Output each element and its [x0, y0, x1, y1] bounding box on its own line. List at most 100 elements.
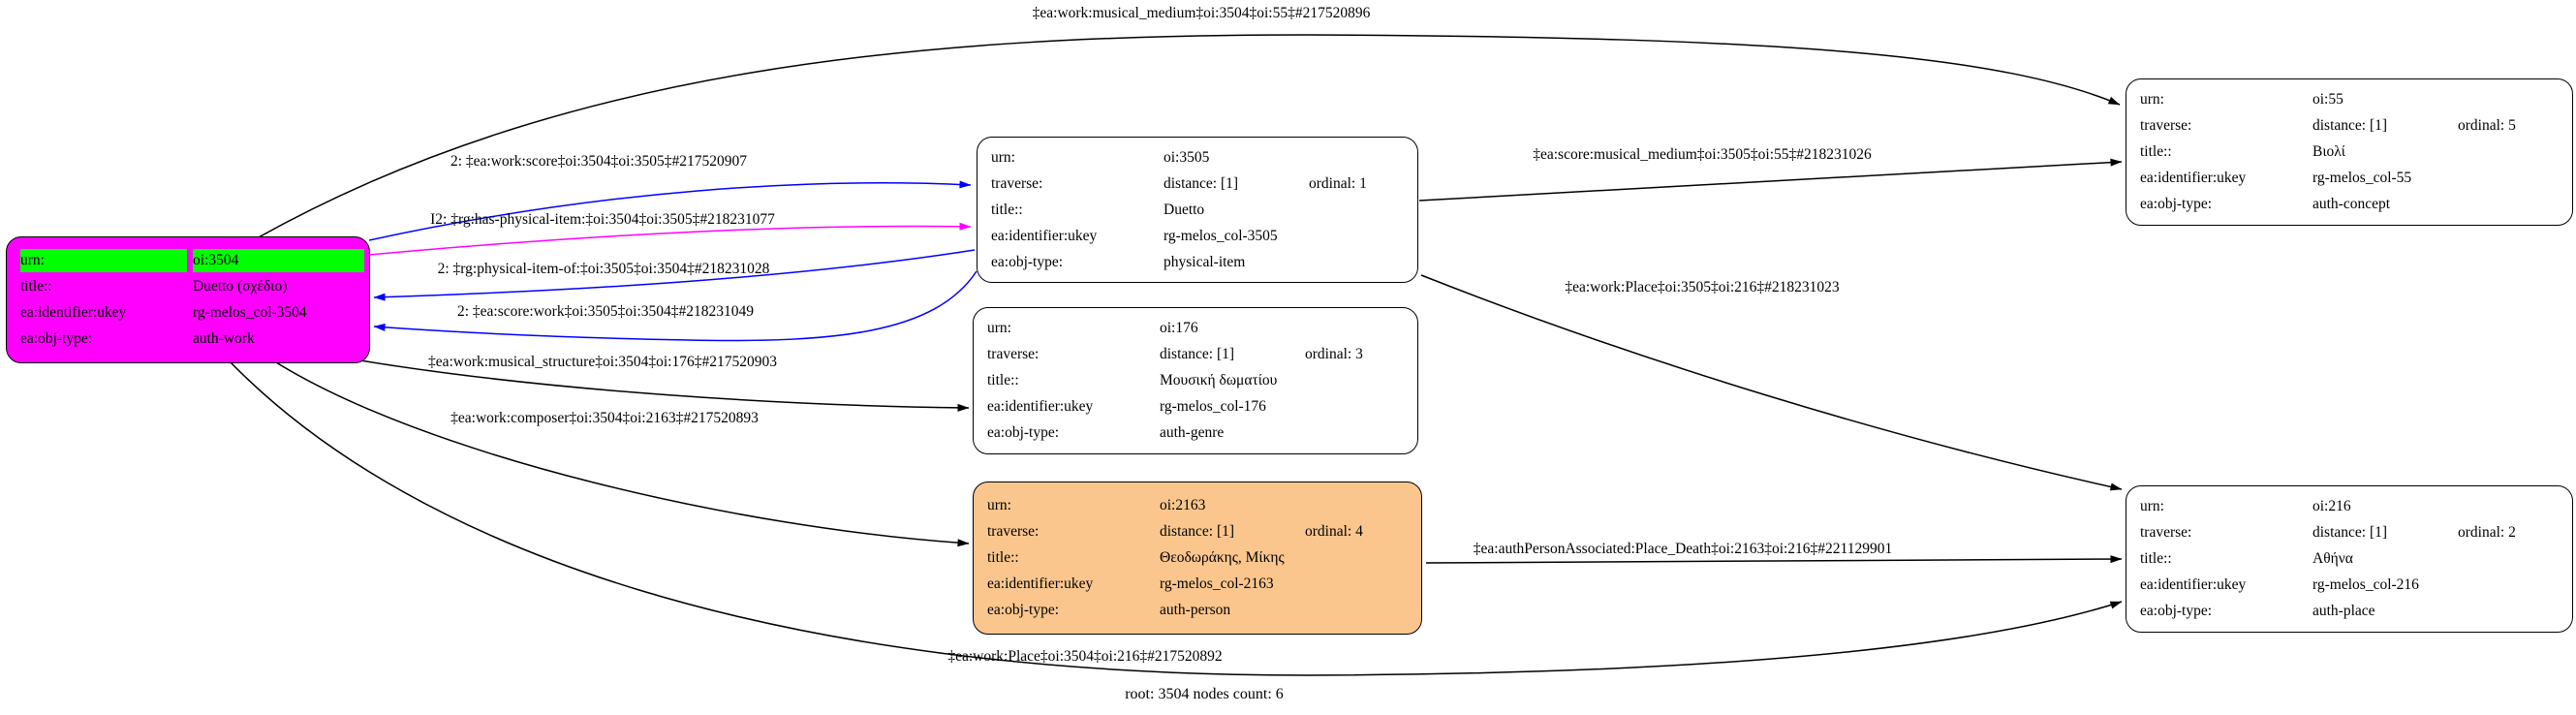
- node-row-urn: urn: oi:176: [974, 316, 1417, 342]
- edge-label-work-place-3504-216: ‡ea:work:Place‡oi:3504‡oi:216‡#217520892: [947, 648, 1223, 665]
- edge-physical-item-of-3505-3504: [373, 249, 976, 301]
- edge-label-score-3504-3505: 2: ‡ea:work:score‡oi:3504‡oi:3505‡#21752…: [450, 153, 748, 170]
- edge-musical-structure-3504-176: [348, 358, 970, 412]
- node-row-urn: urn: oi:2163: [974, 493, 1421, 519]
- edge-score-3504-3505: [368, 180, 972, 241]
- graph-caption: root: 3504 nodes count: 6: [1125, 686, 1284, 702]
- field-label: traverse:: [987, 346, 1040, 362]
- field-label: ea:obj-type:: [987, 424, 1060, 441]
- node-row-title: title:: Θεοδωράκης, Μίκης: [974, 545, 1421, 572]
- edge-place-death-2163-216: [1425, 555, 2123, 564]
- field-label: urn:: [991, 148, 1015, 166]
- node-row-traverse: traverse: distance: [1]ordinal: 5: [2126, 113, 2572, 140]
- node-row-ukey: ea:identifier:ukey rg-melos_col-55: [2126, 166, 2572, 192]
- field-label: ea:identifier:ukey: [987, 398, 1094, 415]
- edge-label-work-place-3505-216: ‡ea:work:Place‡oi:3505‡oi:216‡#218231023: [1565, 279, 1840, 295]
- field-value: oi:3504: [193, 249, 364, 272]
- field-value: distance: [1]ordinal: 4: [1160, 523, 1363, 540]
- edge-label-physical-item-of: 2: ‡rg:physical-item-of:‡oi:3505‡oi:3504…: [437, 261, 770, 277]
- field-value: rg-melos_col-55: [2312, 170, 2412, 186]
- field-value: rg-melos_col-3505: [1164, 227, 1278, 244]
- node-row-title: title:: Duetto: [978, 197, 1417, 223]
- field-value: auth-person: [1160, 602, 1231, 618]
- field-label: ea:obj-type:: [2140, 196, 2213, 212]
- node-row-ukey: ea:identifier:ukey rg-melos_col-2163: [974, 572, 1421, 598]
- field-label: traverse:: [2140, 117, 2192, 134]
- node-row-traverse: traverse: distance: [1]ordinal: 4: [974, 519, 1421, 545]
- field-label: traverse:: [987, 523, 1040, 540]
- node-row-ukey: ea:identifier:ukey rg-melos_col-3505: [978, 223, 1417, 249]
- node-oi-2163[interactable]: urn: oi:2163 traverse: distance: [1]ordi…: [973, 482, 1422, 635]
- field-label: urn:: [20, 249, 187, 272]
- field-label: ea:identifier:ukey: [987, 575, 1094, 592]
- node-oi-3505[interactable]: urn: oi:3505 traverse: distance: [1]ordi…: [977, 137, 1418, 283]
- field-value: Μουσική δωματίου: [1160, 372, 1278, 389]
- node-row-objtype: ea:obj-type: auth-genre: [974, 420, 1417, 447]
- field-value: distance: [1]ordinal: 2: [2312, 524, 2516, 541]
- field-label: title::: [2140, 550, 2172, 567]
- node-row-urn: urn: oi:3504: [7, 248, 369, 274]
- field-label: urn:: [987, 497, 1011, 513]
- field-label: title::: [2140, 143, 2172, 160]
- field-label: title::: [987, 549, 1019, 566]
- field-label: urn:: [2140, 498, 2164, 514]
- node-row-ukey: ea:identifier:ukey rg-melos_col-176: [974, 394, 1417, 420]
- field-value: oi:3505: [1164, 148, 1210, 166]
- node-oi-55[interactable]: urn: oi:55 traverse: distance: [1]ordina…: [2126, 78, 2573, 226]
- node-oi-216[interactable]: urn: oi:216 traverse: distance: [1]ordin…: [2126, 485, 2573, 633]
- field-label: title::: [991, 201, 1023, 218]
- edge-label-score-work: 2: ‡ea:score:work‡oi:3505‡oi:3504‡#21823…: [456, 303, 755, 320]
- edge-label-musical-structure: ‡ea:work:musical_structure‡oi:3504‡oi:17…: [428, 354, 777, 370]
- edge-work-place-3505-216: [1420, 274, 2123, 491]
- edge-label-musical-medium-3504-55: ‡ea:work:musical_medium‡oi:3504‡oi:55‡#2…: [1032, 5, 1371, 21]
- field-value: oi:55: [2312, 91, 2343, 108]
- node-row-ukey: ea:identifier:ukey rg-melos_col-3504: [7, 300, 369, 326]
- edge-label-place-death: ‡ea:authPersonAssociated:Place_Death‡oi:…: [1473, 541, 1893, 557]
- node-row-urn: urn: oi:216: [2126, 494, 2572, 520]
- field-label: ea:identifier:ukey: [2140, 576, 2247, 593]
- field-label: ea:identifier:ukey: [2140, 170, 2247, 186]
- field-label: ea:obj-type:: [991, 253, 1064, 270]
- field-value: rg-melos_col-2163: [1160, 575, 1274, 592]
- field-label: urn:: [2140, 91, 2164, 108]
- node-oi-176[interactable]: urn: oi:176 traverse: distance: [1]ordin…: [973, 307, 1418, 454]
- edge-label-has-physical-item: I2: ‡rg:has-physical-item:‡oi:3504‡oi:35…: [430, 211, 775, 228]
- edge-composer-3504-2163: [275, 361, 970, 547]
- field-value: Duetto: [1164, 201, 1205, 218]
- node-row-title: title:: Βιολί: [2126, 140, 2572, 166]
- field-value: Duetto (σχέδιο): [193, 278, 288, 295]
- field-value: auth-place: [2312, 603, 2375, 619]
- field-label: urn:: [987, 320, 1011, 336]
- node-row-traverse: traverse: distance: [1]ordinal: 3: [974, 342, 1417, 368]
- field-value: rg-melos_col-216: [2312, 576, 2419, 593]
- field-label: ea:obj-type:: [20, 330, 93, 347]
- field-value: oi:216: [2312, 498, 2351, 514]
- node-oi-3504[interactable]: urn: oi:3504 title:: Duetto (σχέδιο) ea:…: [6, 236, 370, 363]
- field-label: title::: [20, 278, 52, 295]
- field-value: distance: [1]ordinal: 1: [1164, 174, 1367, 192]
- node-row-objtype: ea:obj-type: auth-concept: [2126, 192, 2572, 218]
- field-label: ea:identifier:ukey: [20, 304, 127, 321]
- node-row-objtype: ea:obj-type: auth-place: [2126, 599, 2572, 625]
- field-label: ea:obj-type:: [987, 602, 1060, 618]
- field-label: ea:obj-type:: [2140, 603, 2213, 619]
- field-value: auth-concept: [2312, 196, 2391, 212]
- field-value: physical-item: [1164, 253, 1246, 270]
- field-label: title::: [987, 372, 1019, 389]
- node-row-urn: urn: oi:55: [2126, 87, 2572, 113]
- edge-musical-medium-3504-55: [256, 34, 2121, 239]
- field-value: distance: [1]ordinal: 5: [2312, 117, 2516, 134]
- node-row-urn: urn: oi:3505: [978, 144, 1417, 171]
- node-row-title: title:: Αθήνα: [2126, 546, 2572, 573]
- field-value: distance: [1]ordinal: 3: [1160, 346, 1363, 362]
- field-label: traverse:: [2140, 524, 2192, 541]
- node-row-title: title:: Duetto (σχέδιο): [7, 274, 369, 300]
- edge-score-work-3505-3504: [373, 270, 978, 342]
- node-row-ukey: ea:identifier:ukey rg-melos_col-216: [2126, 573, 2572, 599]
- edge-score-musical-medium-3505-55: [1418, 158, 2123, 202]
- node-row-objtype: ea:obj-type: auth-person: [974, 598, 1421, 624]
- field-value: auth-work: [193, 330, 255, 347]
- node-row-objtype: ea:obj-type: physical-item: [978, 249, 1417, 275]
